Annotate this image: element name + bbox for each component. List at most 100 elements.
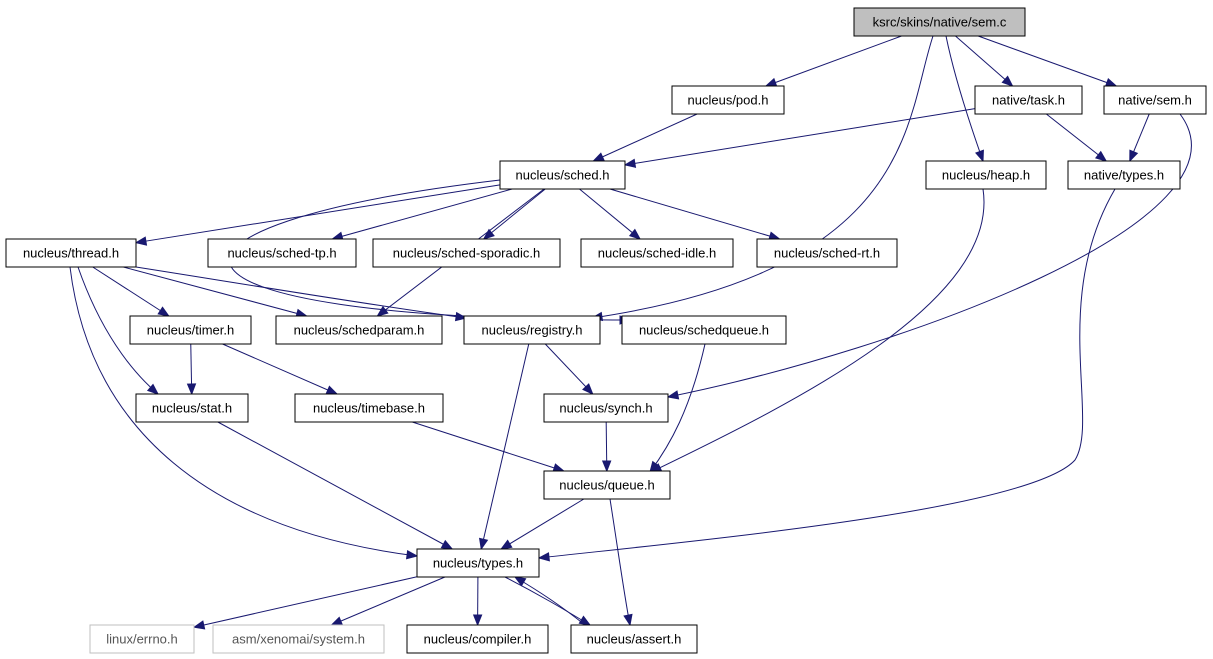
node-box <box>1067 160 1181 190</box>
edge-ntypes-to-assert <box>504 576 592 626</box>
node-queue[interactable]: nucleus/queue.h <box>543 470 671 500</box>
edge-thread-to-registry <box>135 266 468 322</box>
node-label: nucleus/timebase.h <box>313 401 425 416</box>
edge-line <box>69 266 418 557</box>
edge-timer-to-stat <box>186 343 197 396</box>
node-box <box>372 238 561 268</box>
edge-sem_c-to-native_sem <box>978 35 1118 87</box>
edge-line <box>77 266 159 395</box>
node-assert[interactable]: nucleus/assert.h <box>570 624 698 654</box>
node-box <box>853 7 1026 37</box>
node-label: nucleus/schedqueue.h <box>639 323 769 338</box>
edge-sem_c-to-registry <box>590 35 934 322</box>
edge-arrowhead <box>192 620 206 630</box>
node-box <box>135 393 249 423</box>
node-label: nucleus/stat.h <box>152 401 232 416</box>
node-box <box>974 85 1083 115</box>
node-native-sem[interactable]: native/sem.h <box>1103 85 1207 115</box>
edge-line <box>538 188 1116 559</box>
node-label: nucleus/thread.h <box>23 246 119 261</box>
node-errno[interactable]: linux/errno.h <box>89 624 195 654</box>
edge-arrowhead <box>472 614 483 627</box>
edge-sched-to-sched_idle <box>579 188 642 240</box>
edge-arrowhead <box>482 228 495 240</box>
node-box <box>756 238 898 268</box>
node-label: ksrc/skins/native/sem.c <box>873 15 1007 30</box>
edges-layer <box>69 35 1192 630</box>
edge-line <box>765 35 902 87</box>
edge-arrowhead <box>513 576 527 587</box>
edge-line <box>579 188 641 240</box>
node-box <box>406 624 549 654</box>
node-sched-idle[interactable]: nucleus/sched-idle.h <box>580 238 734 268</box>
edge-native_sem-to-synch <box>666 113 1192 400</box>
edge-arrowhead <box>186 383 197 396</box>
node-compiler[interactable]: nucleus/compiler.h <box>406 624 549 654</box>
edge-line <box>945 35 984 162</box>
edge-line <box>123 266 307 317</box>
node-schedqueue[interactable]: nucleus/schedqueue.h <box>621 315 787 345</box>
edge-ntypes-to-errno <box>192 576 418 630</box>
edge-line <box>978 35 1117 87</box>
node-box <box>580 238 734 268</box>
node-thread[interactable]: nucleus/thread.h <box>5 238 137 268</box>
node-ntypes[interactable]: nucleus/types.h <box>416 548 540 578</box>
edge-arrowhead <box>628 228 642 240</box>
node-box <box>5 238 137 268</box>
node-label: native/types.h <box>1084 168 1164 183</box>
node-label: native/sem.h <box>1118 93 1192 108</box>
node-native-task[interactable]: native/task.h <box>974 85 1083 115</box>
node-synch[interactable]: nucleus/synch.h <box>543 393 669 423</box>
node-native-types[interactable]: native/types.h <box>1067 160 1181 190</box>
edge-line <box>504 576 591 626</box>
node-label: nucleus/timer.h <box>147 323 234 338</box>
edge-line <box>544 343 594 395</box>
node-label: nucleus/synch.h <box>559 401 652 416</box>
edge-native_sem-to-native_types <box>1129 113 1150 163</box>
node-heap[interactable]: nucleus/heap.h <box>925 160 1047 190</box>
node-box <box>275 315 443 345</box>
edge-line <box>650 188 985 473</box>
node-sched[interactable]: nucleus/sched.h <box>499 160 626 190</box>
edge-arrowhead <box>500 539 513 550</box>
edge-line <box>591 35 934 319</box>
edge-arrowhead <box>376 305 389 317</box>
node-stat[interactable]: nucleus/stat.h <box>135 393 249 423</box>
node-timebase[interactable]: nucleus/timebase.h <box>294 393 444 423</box>
node-label: nucleus/sched-idle.h <box>598 246 717 261</box>
edge-timebase-to-queue <box>412 421 566 473</box>
edge-line <box>331 576 446 626</box>
node-system[interactable]: asm/xenomai/system.h <box>212 624 385 654</box>
edge-line <box>332 188 513 240</box>
edge-synch-to-queue <box>601 421 612 473</box>
edge-sem_c-to-heap <box>945 35 984 163</box>
edge-queue-to-ntypes <box>500 498 585 550</box>
node-sem-c: ksrc/skins/native/sem.c <box>853 7 1026 37</box>
edge-line <box>193 576 418 628</box>
edge-line <box>955 35 1013 87</box>
node-sched-tp[interactable]: nucleus/sched-tp.h <box>207 238 357 268</box>
node-label: nucleus/registry.h <box>482 323 583 338</box>
node-label: nucleus/sched.h <box>516 168 610 183</box>
edge-sched-to-thread <box>134 184 501 246</box>
node-registry[interactable]: nucleus/registry.h <box>463 315 601 345</box>
node-label: asm/xenomai/system.h <box>232 632 365 647</box>
edge-native_task-to-sched <box>623 108 976 168</box>
node-box <box>416 548 540 578</box>
node-timer[interactable]: nucleus/timer.h <box>129 315 252 345</box>
node-sched-sporadic[interactable]: nucleus/sched-sporadic.h <box>372 238 561 268</box>
node-sched-rt[interactable]: nucleus/sched-rt.h <box>756 238 898 268</box>
edge-line <box>609 188 780 240</box>
node-box <box>89 624 195 654</box>
edge-arrowhead <box>405 549 419 560</box>
node-schedparam[interactable]: nucleus/schedparam.h <box>275 315 443 345</box>
edge-line <box>649 343 706 473</box>
node-pod[interactable]: nucleus/pod.h <box>671 85 785 115</box>
edge-arrowhead <box>649 460 661 474</box>
edge-line <box>480 343 530 550</box>
edge-line <box>667 113 1192 398</box>
edge-sched-to-sched_tp <box>331 188 513 241</box>
node-label: nucleus/assert.h <box>587 632 682 647</box>
edge-arrowhead <box>157 306 170 317</box>
